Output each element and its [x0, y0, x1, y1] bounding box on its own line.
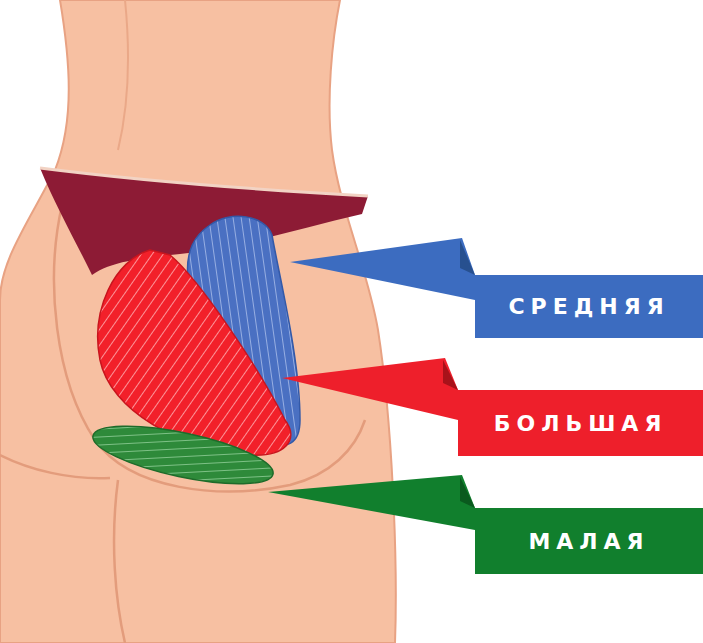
gluteus-maximus [98, 250, 291, 455]
callout-pointer [290, 238, 475, 300]
callout-pointer [268, 475, 475, 530]
callout-fold [460, 240, 475, 275]
callout-fold [460, 477, 475, 508]
body-skin [0, 0, 396, 643]
muscle-name: МАЛАЯ [528, 529, 649, 554]
label-banner: БОЛЬШАЯ [458, 390, 703, 456]
label-banner: МАЛАЯ [475, 508, 703, 574]
label-banner: СРЕДНЯЯ [475, 275, 703, 338]
muscle-name: СРЕДНЯЯ [508, 294, 669, 319]
callout-pointer [282, 358, 458, 420]
muscle-name: БОЛЬШАЯ [494, 411, 668, 436]
underwear-band [40, 168, 368, 196]
leg-crease [0, 455, 125, 643]
callout-fold [443, 360, 458, 390]
gluteus-minimus [88, 414, 277, 495]
waist-line [118, 0, 128, 150]
